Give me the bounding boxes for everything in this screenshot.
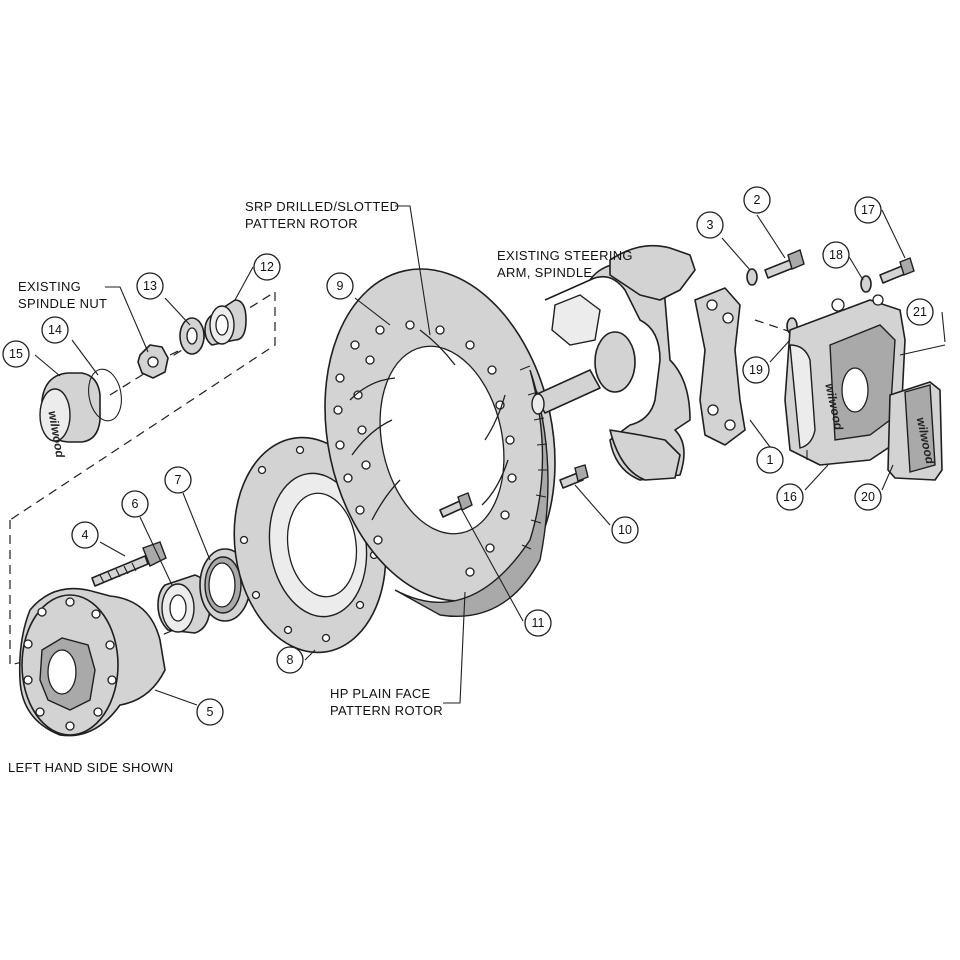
callout-5: 5 [196,698,224,726]
svg-text:21: 21 [913,305,927,319]
svg-text:14: 14 [48,323,62,337]
bleeder-line-21 [899,344,946,356]
svg-text:3: 3 [707,218,714,232]
svg-text:12: 12 [260,260,274,274]
brake-pads: wilwood [887,381,943,481]
leader-lines [34,205,946,706]
callout-20: 20 [854,483,882,511]
hp-rotor-label-line2: PATTERN ROTOR [330,703,443,718]
svg-text:2: 2 [754,193,761,207]
hp-rotor-label-line1: HP PLAIN FACE [330,686,431,701]
hub [18,587,166,737]
bracket-bolt-2 [764,249,805,279]
svg-text:19: 19 [749,363,763,377]
svg-text:7: 7 [175,473,182,487]
svg-text:8: 8 [287,653,294,667]
callout-17: 17 [854,196,882,224]
svg-text:5: 5 [207,705,214,719]
callout-7: 7 [164,466,192,494]
spindle-nut-label-line1: EXISTING [18,279,81,294]
steering-label-line2: ARM, SPINDLE [497,265,592,280]
callout-6: 6 [121,490,149,518]
bracket-washer-3 [746,268,758,286]
callout-2: 2 [743,186,771,214]
svg-text:15: 15 [9,347,23,361]
callout-1: 1 [756,446,784,474]
rotor-drilled-holes [333,320,517,577]
side-note-label: LEFT HAND SIDE SHOWN [8,760,173,775]
svg-text:13: 13 [143,279,157,293]
svg-text:10: 10 [618,523,632,537]
srp-rotor-label-line2: PATTERN ROTOR [245,216,358,231]
callout-13: 13 [136,272,164,300]
text-labels: SRP DRILLED/SLOTTED PATTERN ROTOR EXISTI… [8,199,633,775]
mounting-bolt-10 [559,464,589,489]
callout-15: 15 [2,340,30,368]
rotor-vent-edge [519,365,548,550]
caliper-bolt-17 [879,257,915,284]
callout-14: 14 [41,316,69,344]
rotor-bolt [439,492,473,518]
o-ring [88,368,122,422]
svg-text:18: 18 [829,248,843,262]
brake-rotor [324,268,556,617]
svg-text:16: 16 [783,490,797,504]
callout-3: 3 [696,211,724,239]
callout-8: 8 [276,646,304,674]
washer [179,317,205,355]
callout-11: 11 [524,609,552,637]
mounting-bracket [694,287,746,446]
svg-text:6: 6 [132,497,139,511]
callout-18: 18 [822,241,850,269]
callout-10: 10 [611,516,639,544]
callout-9: 9 [326,272,354,300]
callout-4: 4 [71,521,99,549]
spindle-nut-label-line2: SPINDLE NUT [18,296,107,311]
spindle-nut [137,344,169,379]
svg-text:11: 11 [532,616,545,630]
srp-rotor-label-line1: SRP DRILLED/SLOTTED [245,199,399,214]
rotor-slots [349,329,509,521]
steering-label-line1: EXISTING STEERING [497,248,633,263]
existing-spindle [531,244,696,481]
dust-cap: wilwood [39,372,101,459]
callout-21: 21 [906,298,934,326]
svg-text:9: 9 [337,279,344,293]
callout-12: 12 [253,253,281,281]
outer-bearing [204,299,247,346]
callout-16: 16 [776,483,804,511]
svg-text:20: 20 [861,490,875,504]
svg-text:4: 4 [82,528,89,542]
svg-text:17: 17 [861,203,875,217]
hub-stud-holes [23,597,117,731]
callout-19: 19 [742,356,770,384]
svg-text:1: 1 [767,453,774,467]
caliper: wilwood [784,294,906,466]
inner-bearing [157,574,211,634]
caliper-washer-18 [860,275,872,293]
callouts: 1 2 3 4 5 6 7 8 9 10 11 12 13 14 15 16 1… [2,186,934,726]
